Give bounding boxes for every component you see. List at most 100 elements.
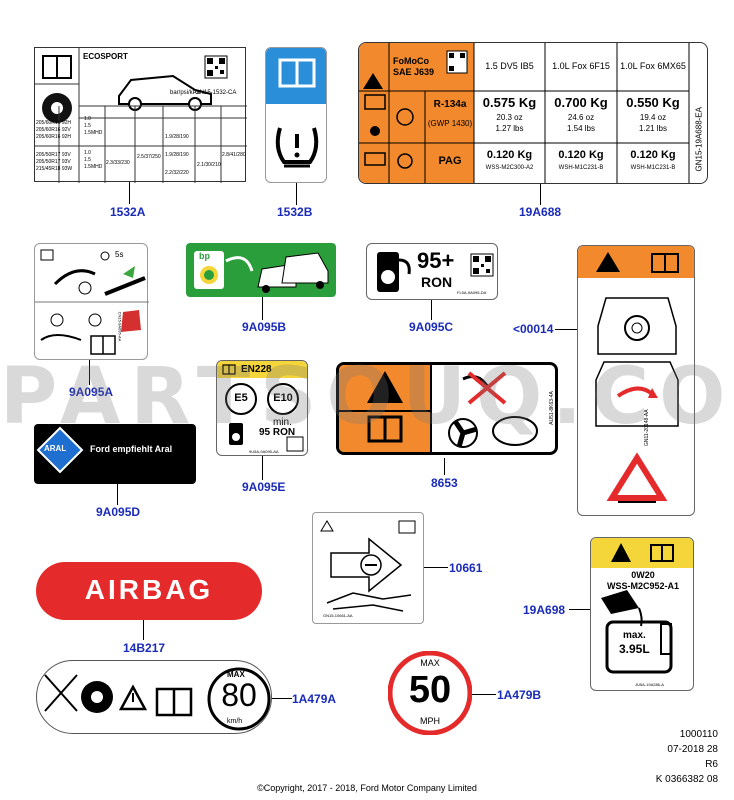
ac-oil-1-kg: 0.120 Kg (486, 149, 533, 161)
fuel-cap-timer: 5s (115, 250, 124, 259)
ron-fuel-label: 95+ RON FL5A-9A095-DA (366, 243, 498, 300)
fan-belt-code: AU51-8K63-4A (548, 391, 555, 425)
aral-label: ARAL Ford empfiehlt Aral (34, 424, 196, 484)
tire-model: ECOSPORT (83, 52, 128, 61)
oil-max: max. (623, 630, 646, 641)
leader-19A688 (540, 184, 541, 205)
airbag-text: AIRBAG (84, 574, 214, 605)
footer-ref: 1000110 (679, 729, 718, 740)
speed-small-unit: km/h (227, 718, 243, 725)
ron-code: FL5A-9A095-DA (457, 290, 487, 295)
ac-charge-2-lbs: 1.54 lbs (566, 124, 596, 133)
en228-code: 9U5A-9A095-AA (249, 449, 279, 454)
tire-cell-f: 2.8/41/280 (222, 152, 246, 158)
ac-charge-3-kg: 0.550 Kg (626, 95, 680, 110)
tire-press-2: 1.0 1.5 1.5MHD (84, 150, 103, 170)
part-9A095E[interactable]: 9A095E (242, 480, 286, 494)
speed-limit-label-kmh: MAX 80 km/h (36, 660, 272, 734)
part-9A095D[interactable]: 9A095D (96, 505, 141, 519)
tire-pressure-label: ECOSPORT bar/psi/kPa GN15-1532-CA 205/60… (34, 47, 247, 183)
copyright: ©Copyright, 2017 - 2018, Ford Motor Comp… (257, 783, 477, 793)
ac-oil-3-kg: 0.120 Kg (630, 149, 676, 161)
part-00014[interactable]: <00014 (513, 322, 554, 336)
speed-big-max: MAX (420, 658, 440, 668)
tire-cell-b: 2.5/37/250 (137, 154, 161, 160)
footer-date: 07-2018 28 (667, 744, 718, 755)
leader-9A095D (117, 484, 118, 505)
tire-units: bar/psi/kPa (170, 90, 201, 96)
bp-logo-text: bp (199, 251, 210, 261)
part-9A095C[interactable]: 9A095C (409, 320, 454, 334)
warning-triangle-label: GN11-20148-AA (577, 245, 695, 516)
part-1532A[interactable]: 1532A (110, 205, 146, 219)
part-10661[interactable]: 10661 (449, 561, 483, 575)
ac-oil-3-spec: WSH-M1C231-B (630, 165, 676, 171)
engine-oil-label: 0W20 WSS-M2C952-A1 max. 3.95L JU5A-19A28… (590, 537, 694, 691)
tire-cell-a: 2.3/33/230 (106, 160, 130, 166)
ac-code: GN15-19A688-EA (694, 107, 704, 172)
speed-small-max: MAX (227, 670, 245, 679)
leader-14B217 (143, 620, 144, 640)
ac-gwp: (GWP 1430) (427, 119, 473, 128)
leader-19A698 (569, 609, 590, 610)
ac-oil-2-kg: 0.120 Kg (558, 149, 604, 161)
speed-big-value: 50 (408, 669, 452, 711)
tire-press-1: 1.0 1.5 1.5MHD (84, 116, 103, 136)
tpms-label (265, 47, 327, 183)
ac-charge-1-lbs: 1.27 lbs (495, 124, 524, 133)
en228-e5: E5 (234, 392, 248, 404)
aral-brand: ARAL (44, 444, 67, 453)
footer-catalog: K 0366382 08 (655, 774, 718, 785)
ac-charge-1-kg: 0.575 Kg (482, 95, 537, 110)
part-9A095B[interactable]: 9A095B (242, 320, 287, 334)
ron-octane: 95+ (417, 248, 455, 273)
ac-engine-2: 1.0L Fox 6F15 (552, 61, 610, 71)
part-1A479B[interactable]: 1A479B (497, 688, 542, 702)
leader-9A095A (89, 360, 90, 385)
part-19A688[interactable]: 19A688 (519, 205, 562, 219)
ac-oil-1-spec: WSS-M2C300-A2 (485, 165, 534, 171)
leader-1A479B (472, 694, 496, 695)
en228-norm: EN228 (241, 364, 272, 375)
part-14B217[interactable]: 14B217 (123, 641, 166, 655)
part-1532B[interactable]: 1532B (277, 205, 313, 219)
ac-charge-3-lbs: 1.21 lbs (638, 124, 668, 133)
oil-volume: 3.95L (619, 642, 650, 656)
ac-charge-2-kg: 0.700 Kg (554, 95, 608, 110)
leader-1532B (296, 183, 297, 205)
tire-cell-d: 1.9/28/190 (165, 152, 189, 158)
ron-unit: RON (421, 274, 453, 290)
airbag-label: AIRBAG (36, 562, 262, 620)
ac-refrigerant: R-134a (433, 99, 467, 110)
ac-charge-2-oz: 24.6 oz (567, 113, 595, 122)
tire-sizes-1: 205/60R16 92H 205/60R16 92V 205/60R16 92… (36, 120, 72, 140)
en228-ron: 95 RON (259, 427, 296, 438)
leader-8653 (444, 458, 445, 475)
part-19A698[interactable]: 19A698 (523, 603, 566, 617)
ac-charge-3-oz: 19.4 oz (639, 113, 667, 122)
leader-9A095E (262, 456, 263, 480)
ac-header: FoMoCo SAE J639 (393, 56, 435, 77)
en228-e10: E10 (273, 392, 293, 404)
ac-oil-2-spec: WSH-M1C231-B (558, 165, 604, 171)
speed-big-unit: MPH (420, 716, 440, 726)
jack-label: GN15-10661-AA (312, 512, 424, 624)
speed-small-value: 80 (221, 677, 257, 713)
en228-min: min. (273, 417, 292, 428)
ac-oil-type: PAG (438, 155, 462, 167)
tire-cell-e: 2.2/32/220 (165, 170, 189, 176)
jack-code: GN15-10661-AA (323, 613, 353, 618)
oil-code: JU5A-19A286-A (635, 682, 664, 687)
warning-label-code: GN11-20148-AA (644, 409, 650, 446)
footer-rev: R6 (705, 759, 718, 770)
ac-charge-1-oz: 20.3 oz (496, 113, 523, 122)
leader-9A095C (431, 300, 432, 320)
tire-code: GN15-1532-CA (195, 90, 237, 96)
ac-engine-3: 1.0L Fox 6MX65 (620, 61, 686, 71)
tire-cell-g: 2.1/30/210 (197, 162, 221, 168)
tire-cell-c: 1.9/28/190 (165, 134, 189, 140)
part-9A095A[interactable]: 9A095A (69, 385, 114, 399)
part-8653[interactable]: 8653 (431, 476, 458, 490)
fan-belt-label: AU51-8K63-4A (336, 362, 558, 455)
part-1A479A[interactable]: 1A479A (292, 692, 337, 706)
